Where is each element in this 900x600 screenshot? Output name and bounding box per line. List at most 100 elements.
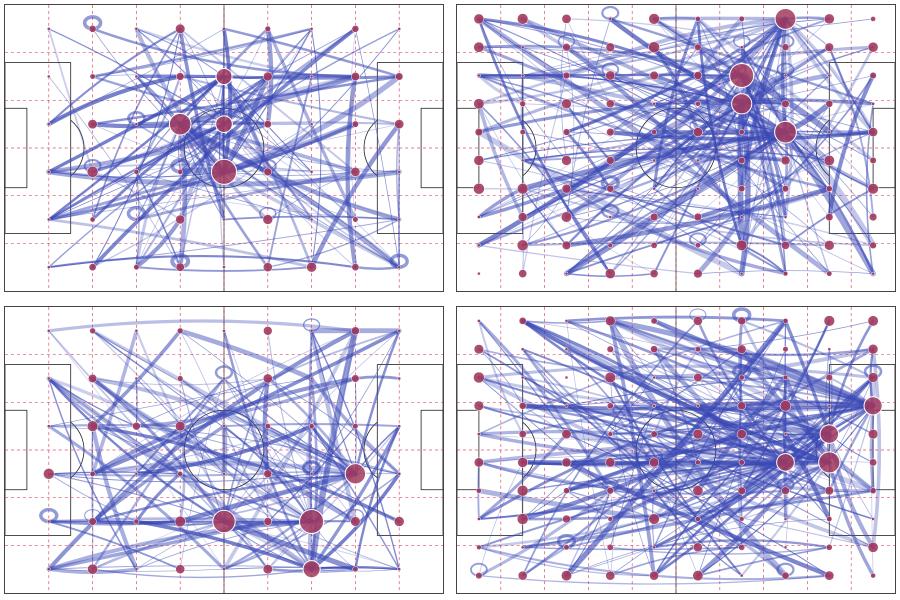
player-node: [518, 212, 528, 222]
player-node: [605, 42, 615, 52]
pass-edge: [566, 433, 830, 577]
pass-edge: [354, 265, 401, 271]
pass-edge: [477, 404, 744, 521]
player-node: [604, 371, 616, 384]
pass-edge: [478, 405, 874, 440]
player-node: [738, 543, 746, 551]
player-node: [473, 182, 485, 195]
player-node: [397, 567, 402, 572]
pass-edge: [785, 18, 874, 133]
pass-edge: [90, 460, 358, 477]
player-node: [739, 215, 744, 219]
player-node: [176, 72, 185, 81]
player-node: [738, 459, 745, 466]
player-node: [394, 119, 405, 130]
player-node: [89, 327, 96, 335]
player-node: [520, 375, 525, 380]
player-node: [351, 120, 359, 128]
player-node: [648, 41, 660, 53]
pass-edge: [48, 378, 312, 427]
player-node: [561, 98, 572, 109]
pass-edge: [135, 266, 313, 272]
pass-edge: [741, 74, 787, 190]
pass-edge: [521, 348, 568, 407]
pass-edge: [695, 186, 788, 219]
player-node: [134, 74, 139, 79]
pass-edge: [477, 364, 875, 380]
goal-area-left: [457, 409, 480, 491]
pass-edge: [178, 27, 226, 222]
player-node: [867, 372, 879, 383]
goal-area-left: [457, 107, 480, 189]
player-node: [562, 128, 571, 136]
player-node: [823, 13, 835, 25]
player-node: [477, 517, 481, 521]
player-node: [309, 26, 314, 31]
pass-edge: [609, 74, 743, 134]
pass-edge: [565, 130, 612, 191]
pass-edge: [609, 103, 830, 246]
pass-edge: [47, 170, 226, 221]
pass-edge: [477, 319, 612, 493]
pass-edge: [222, 27, 232, 174]
pass-edge: [266, 377, 357, 476]
pass-edge: [521, 348, 700, 549]
player-node: [737, 344, 747, 354]
player-node: [262, 373, 273, 384]
pass-edge: [48, 76, 181, 268]
pass-edge: [696, 319, 787, 464]
player-node: [133, 518, 140, 525]
player-node: [737, 316, 746, 326]
player-node: [351, 374, 360, 383]
player-node: [89, 470, 96, 477]
player-node: [867, 344, 879, 355]
pass-edge: [565, 347, 875, 493]
player-node: [46, 217, 51, 222]
pass-edge: [697, 270, 874, 274]
player-node: [89, 216, 96, 223]
hub-node: [215, 115, 233, 134]
player-node: [473, 13, 485, 25]
player-node: [695, 459, 701, 466]
pass-edge: [609, 490, 614, 576]
pass-edge: [651, 318, 876, 409]
pass-edge: [135, 123, 226, 269]
pass-edge: [522, 131, 743, 246]
pass-edge: [349, 28, 356, 220]
player-node: [649, 570, 659, 581]
pass-edge: [608, 318, 788, 409]
pass-edge: [135, 425, 313, 475]
player-node: [693, 316, 703, 326]
player-node: [825, 544, 833, 551]
player-node: [397, 217, 402, 222]
player-node: [871, 271, 875, 276]
pass-edge: [477, 375, 875, 550]
pass-edge: [564, 187, 788, 276]
player-node: [867, 41, 879, 53]
player-node: [693, 127, 703, 137]
player-node: [46, 74, 51, 79]
pass-edge: [653, 433, 743, 520]
pass-edge: [741, 160, 830, 190]
player-node: [867, 541, 879, 553]
player-node: [395, 72, 404, 81]
pass-edge: [521, 319, 787, 464]
pass-edge: [135, 75, 182, 173]
player-node: [869, 487, 877, 495]
player-node: [783, 432, 788, 436]
player-node: [352, 423, 359, 430]
pass-edge: [48, 473, 225, 523]
player-node: [46, 424, 51, 429]
pass-edge: [653, 187, 787, 275]
player-node: [606, 184, 615, 193]
player-node: [869, 241, 877, 249]
player-node: [46, 265, 51, 270]
pass-edge: [478, 244, 699, 275]
player-node: [607, 516, 613, 522]
pass-edge: [223, 378, 312, 522]
pass-edge: [609, 103, 830, 161]
player-node: [175, 23, 186, 34]
player-node: [606, 156, 615, 165]
pass-edge: [223, 215, 401, 221]
pass-edge: [47, 424, 226, 571]
